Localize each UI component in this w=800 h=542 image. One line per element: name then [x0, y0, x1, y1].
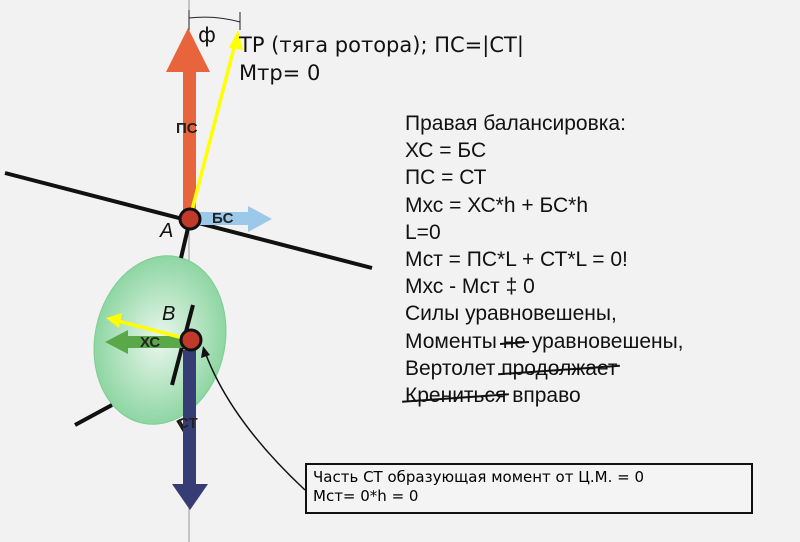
- moments-text-end: уравновешены,: [531, 329, 684, 353]
- rotor-thrust-label: ТР (тяга ротора); ПС=|СТ|: [239, 33, 524, 57]
- tail-rotor-moment-label: Mтр= 0: [239, 61, 321, 85]
- bs-label: БС: [212, 210, 234, 227]
- balance-line: L=0: [405, 220, 441, 244]
- thrust-arrow: [188, 30, 243, 219]
- bs-arrow: [198, 206, 272, 232]
- balance-line: Мхс - Мст ‡ 0: [405, 275, 535, 299]
- xs-arrow: [105, 330, 187, 354]
- helicopter-text: Вертолет: [405, 356, 496, 380]
- struck-text: не: [502, 329, 526, 353]
- balance-explanation: Правая балансировка: ХС = БС ПС = СТ Мхс…: [405, 110, 684, 409]
- balance-line: Мст = ПС*L + СТ*L = 0!: [405, 247, 628, 271]
- tilt-line: Крениться вправо: [405, 382, 684, 409]
- moments-text: Моменты: [405, 329, 497, 353]
- moments-line: Моменты не уравновешены,: [405, 328, 684, 355]
- balance-line: Мхс = ХС*h + БС*h: [405, 193, 589, 217]
- balance-line: ХС = БС: [405, 139, 487, 163]
- note-line-2: Mст= 0*h = 0: [313, 487, 419, 505]
- point-b-label: B: [162, 303, 176, 325]
- ps-arrow: [166, 28, 210, 215]
- thrust-component-arrow: [106, 313, 192, 342]
- struck-text: Крениться: [405, 383, 507, 407]
- angle-dimension: [188, 10, 241, 30]
- st-label: СТ: [178, 415, 198, 432]
- note-line-1: Часть СТ образующая момент от Ц.М. = 0: [313, 468, 645, 486]
- xs-label: ХС: [140, 334, 161, 351]
- leader-arrowhead: [201, 346, 210, 358]
- balance-line: ПС = СТ: [405, 166, 487, 190]
- balance-line: Силы уравновешены,: [405, 302, 617, 326]
- point-a-label: A: [160, 220, 174, 242]
- point-a-marker: [178, 207, 202, 231]
- point-b-marker: [179, 328, 203, 352]
- st-arrow: [172, 350, 208, 510]
- angle-label: ф: [198, 23, 216, 47]
- helicopter-line: Вертолет продолжает: [405, 355, 684, 382]
- ps-label: ПС: [176, 120, 198, 137]
- struck-text: продолжает: [501, 356, 618, 380]
- leader-line: [204, 351, 306, 491]
- note-box: Часть СТ образующая момент от Ц.М. = 0 M…: [305, 463, 753, 514]
- balance-line: Правая балансировка:: [405, 112, 626, 135]
- tilt-text: вправо: [512, 383, 581, 407]
